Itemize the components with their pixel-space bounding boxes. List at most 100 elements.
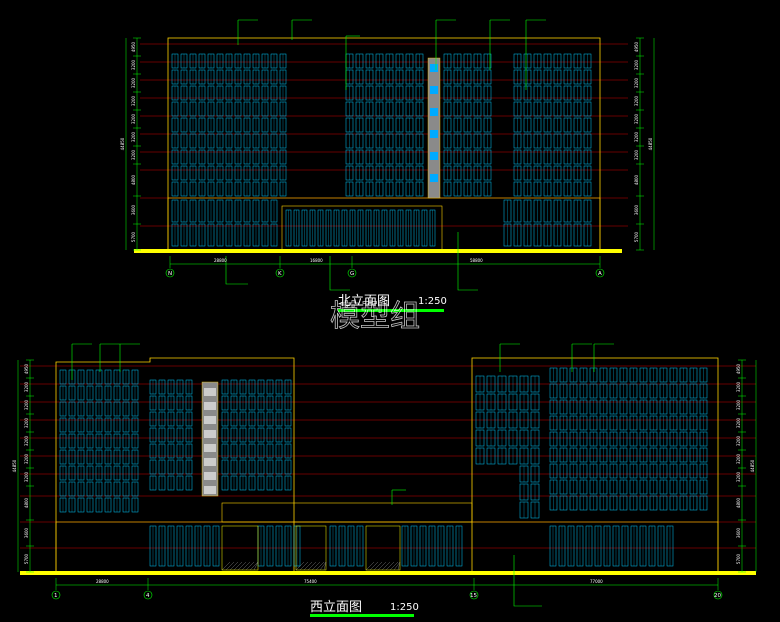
- top-right-dim-label: 3600: [634, 204, 639, 215]
- bottom-bottom-dim-1: 28800: [96, 579, 109, 584]
- bottom-hatch-line: [295, 561, 305, 571]
- bottom-hatch-line: [365, 561, 375, 571]
- bottom-left-dim-label: 3200: [24, 399, 29, 410]
- bottom-left-dimension-column: 4950320032003200320032003200480036005700…: [12, 359, 34, 573]
- bottom-hatch-line: [369, 561, 379, 571]
- bottom-right-dim-label: 3200: [736, 417, 741, 428]
- bottom-hatch-line: [311, 561, 321, 571]
- bottom-hatch-line: [233, 561, 243, 571]
- bottom-right-dimension-column: 4950320032003200320032003200480036005700…: [736, 359, 757, 573]
- top-left-overall-dim-label: 44850: [120, 137, 125, 150]
- bottom-axis-label-2: 4: [146, 593, 150, 599]
- top-right-dim-label: 4950: [634, 41, 639, 52]
- top-ground-line: [134, 249, 622, 253]
- top-right-dimension-column: 4950320032003200320032003200480036005700…: [634, 37, 655, 251]
- top-window-grid: [171, 53, 592, 247]
- bottom-view-title: 西立面图: [310, 600, 362, 615]
- bottom-hatch-line: [253, 561, 259, 571]
- bottom-stair-core: [201, 381, 219, 497]
- bottom-right-dim-label: 3600: [736, 527, 741, 538]
- bottom-left-dim-label: 3200: [24, 417, 29, 428]
- bottom-axis-label-1: 1: [54, 593, 58, 599]
- bottom-axis-label-3: 15: [470, 593, 477, 599]
- top-right-dim-label: 3200: [634, 59, 639, 70]
- bottom-hatch-line: [323, 561, 327, 571]
- top-stair-panel: [430, 86, 438, 94]
- top-stair-panel: [430, 174, 438, 182]
- bottom-left-dim-label: 4800: [24, 497, 29, 508]
- bottom-stair-panel: [204, 486, 216, 494]
- bottom-view-scale: 1:250: [390, 602, 419, 613]
- bottom-hatch-line: [245, 561, 255, 571]
- bottom-right-dim-label: 5700: [736, 553, 741, 564]
- bottom-stair-panel: [204, 472, 216, 480]
- bottom-hatch-line: [303, 561, 313, 571]
- bottom-elevation: 4950 3200 3200 3200 3200 3200 3200 4800 3600 5700…: [12, 343, 757, 617]
- watermark-text: 模型组: [330, 299, 420, 334]
- bottom-left-dim-label: 3200: [24, 471, 29, 482]
- bottom-hatch-panel: [295, 525, 327, 571]
- bottom-stair-panel: [204, 416, 216, 424]
- bottom-right-dim-label: 3200: [736, 399, 741, 410]
- bottom-bottom-dimension: [55, 578, 719, 590]
- top-left-dimension-column: 4950320032003200320032003200480036005700…: [120, 37, 141, 251]
- bottom-hatch-line: [307, 561, 317, 571]
- bottom-hatch-line: [237, 561, 247, 571]
- bottom-stair-panel: [204, 388, 216, 396]
- bottom-right-dim-label: 3200: [736, 453, 741, 464]
- top-view-scale: 1:250: [418, 296, 447, 307]
- bottom-hatch-line: [397, 561, 401, 571]
- top-title-underline: [338, 309, 444, 312]
- bottom-hatch-line: [373, 561, 383, 571]
- top-left-dim-label: 3200: [131, 77, 136, 88]
- bottom-bottom-dim-2: 75400: [304, 579, 317, 584]
- top-left-dim-label: 3200: [131, 113, 136, 124]
- top-bottom-dim-1: 28800: [214, 258, 227, 263]
- bottom-bottom-dim-3: 77000: [590, 579, 603, 584]
- top-right-dim-label: 3200: [634, 77, 639, 88]
- top-leaders: [225, 19, 546, 291]
- bottom-ground-line: [20, 571, 756, 575]
- top-left-dim-label: 3200: [131, 131, 136, 142]
- bottom-hatch-panel: [221, 525, 259, 571]
- top-stair-panel: [430, 108, 438, 116]
- bottom-hatch-line: [389, 561, 399, 571]
- top-left-dim-label: 3200: [131, 59, 136, 70]
- bottom-left-overall-dim-label: 44850: [12, 459, 17, 472]
- bottom-right-dim-label: 3200: [736, 435, 741, 446]
- bottom-left-dim-label: 3200: [24, 453, 29, 464]
- top-stair-panel: [430, 130, 438, 138]
- bottom-left-dim-label: 3200: [24, 435, 29, 446]
- top-view-title: 北立面图: [338, 294, 390, 309]
- bottom-leaders: [71, 343, 614, 607]
- top-bottom-dim-2: 16800: [310, 258, 323, 263]
- bottom-right-overall-dim-label: 44850: [750, 459, 755, 472]
- top-axis-bubbles: [165, 268, 605, 278]
- top-elevation: 4950 3200 3200 3200 3200 3200 3200 4800 3600 5700…: [120, 19, 655, 312]
- bottom-canopy: [221, 502, 473, 523]
- top-left-dim-label: 3200: [131, 149, 136, 160]
- bottom-left-dim-label: 3200: [24, 381, 29, 392]
- top-left-dim-label: 5700: [131, 231, 136, 242]
- bottom-left-dim-label: 4950: [24, 363, 29, 374]
- top-right-dim-label: 5700: [634, 231, 639, 242]
- top-floor-lines: [140, 43, 628, 227]
- top-right-dim-label: 4800: [634, 174, 639, 185]
- bottom-podium-outline: [55, 521, 719, 573]
- bottom-stair-panel: [204, 430, 216, 438]
- top-axis-label-2: K: [278, 271, 282, 277]
- bottom-hatch-line: [393, 561, 401, 571]
- bottom-hatch-line: [315, 561, 325, 571]
- bottom-stair-panel: [204, 402, 216, 410]
- top-right-dim-label: 3200: [634, 113, 639, 124]
- top-axis-label-4: A: [598, 271, 602, 277]
- top-stair-panel: [430, 152, 438, 160]
- bottom-right-dim-label: 3200: [736, 381, 741, 392]
- top-right-dim-label: 3200: [634, 149, 639, 160]
- top-left-dim-label: 4800: [131, 174, 136, 185]
- top-right-overall-dim-label: 44850: [648, 137, 653, 150]
- top-bottom-dimension: [169, 256, 601, 268]
- bottom-hatch-line: [241, 561, 251, 571]
- bottom-hatch-line: [221, 561, 231, 571]
